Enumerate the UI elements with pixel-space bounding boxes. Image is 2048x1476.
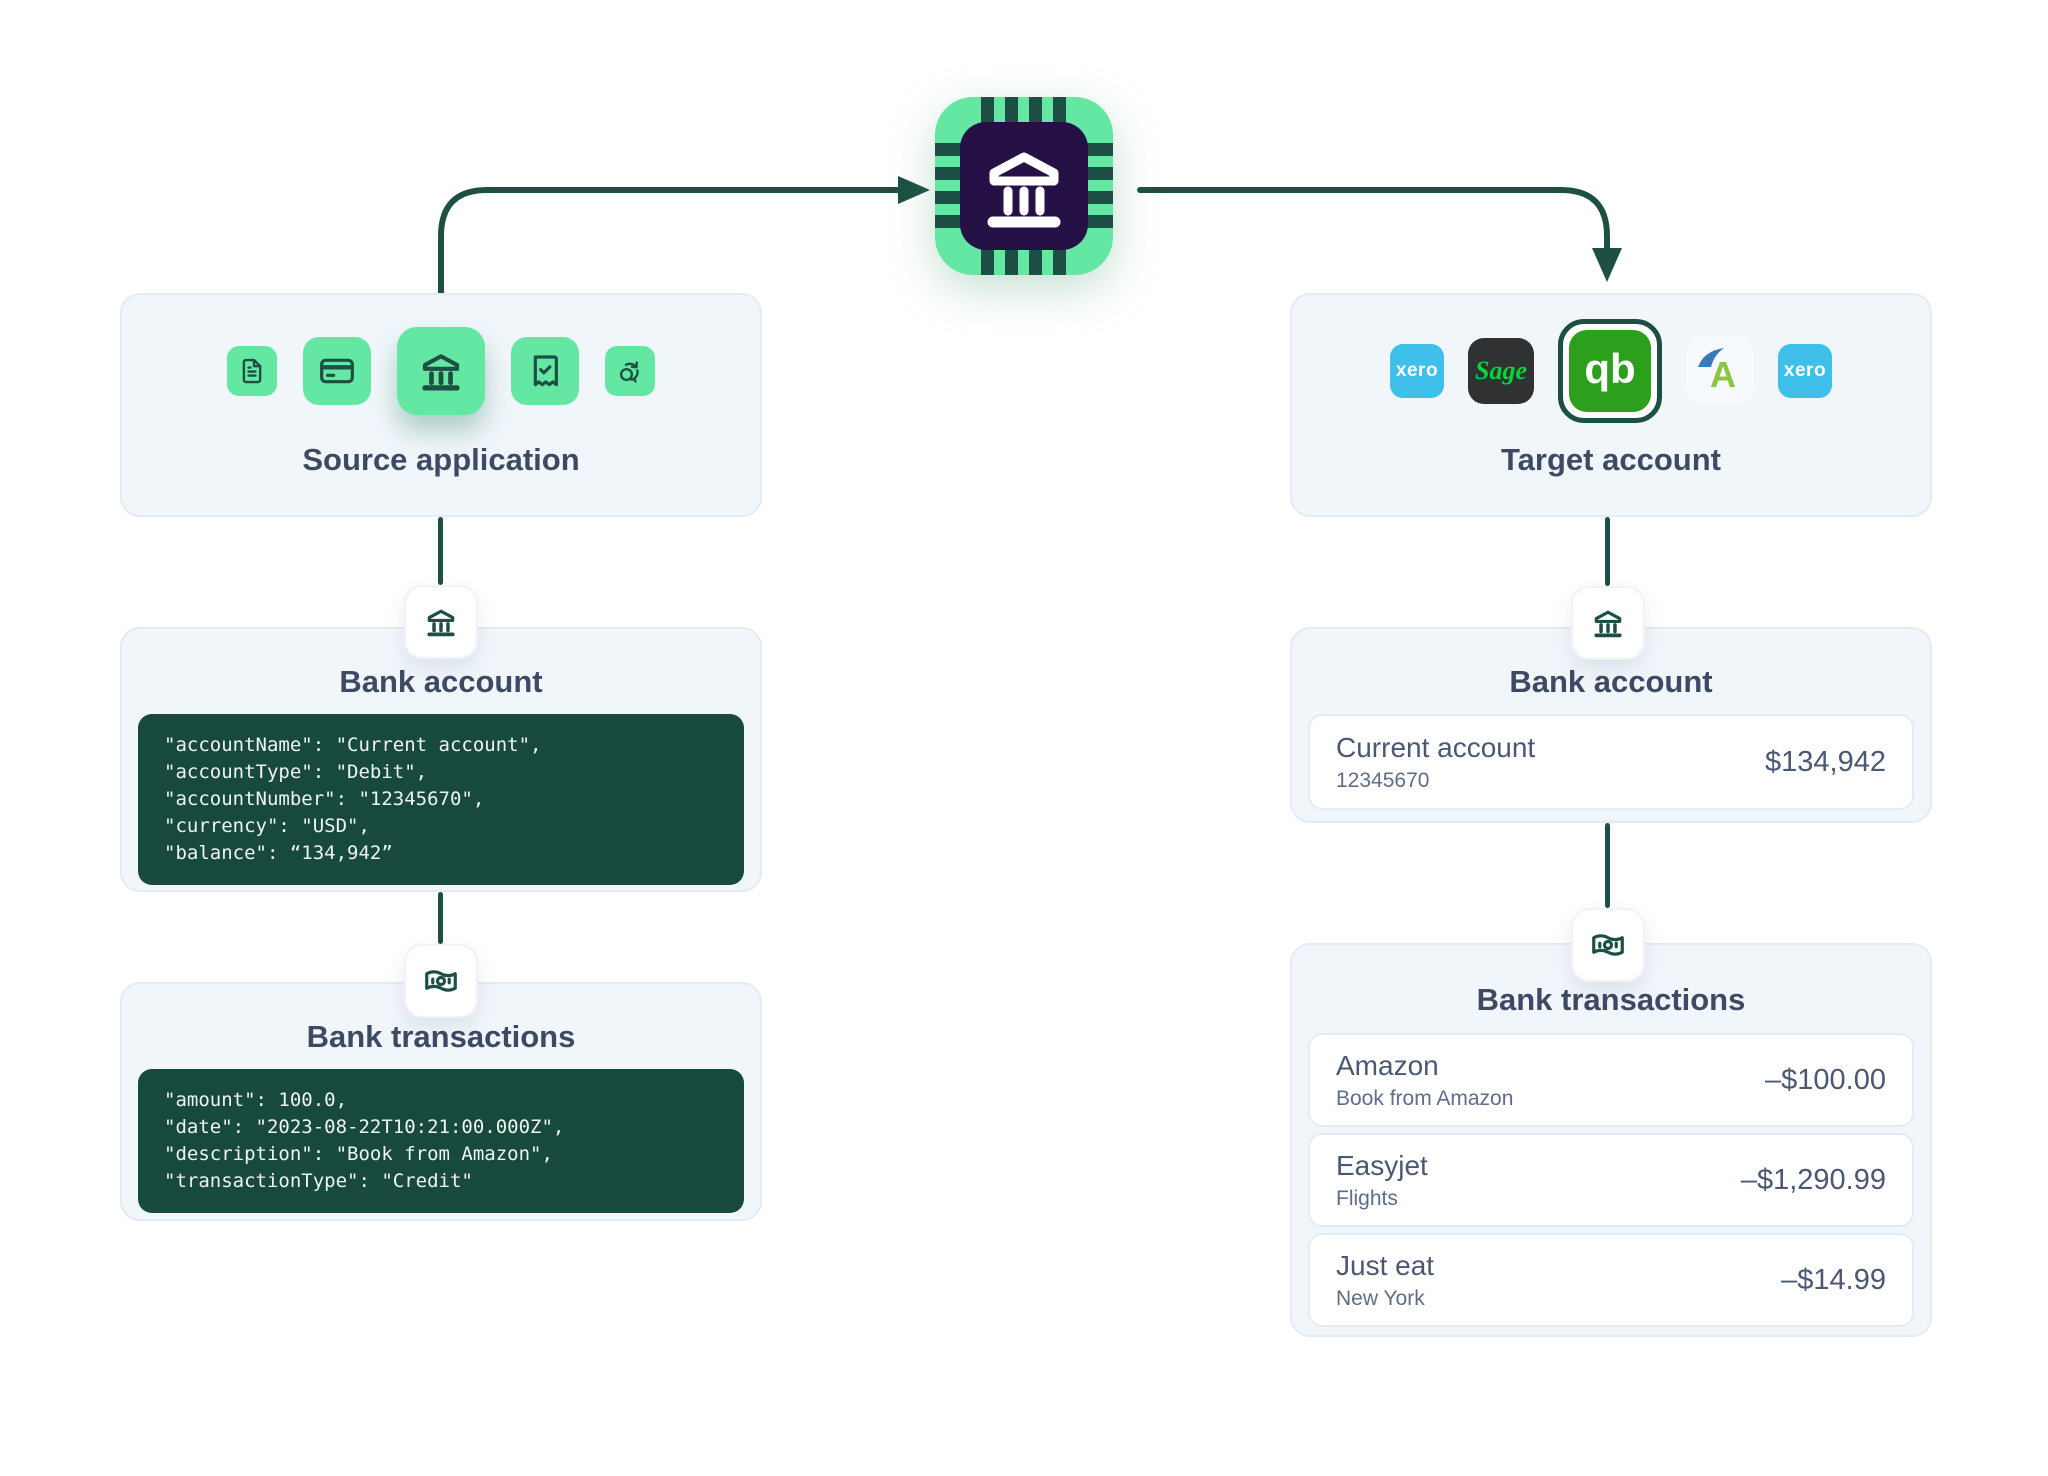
transaction-row: Just eat New York –$14.99 bbox=[1308, 1233, 1914, 1327]
transaction-description: New York bbox=[1336, 1286, 1425, 1310]
invoice-icon bbox=[227, 346, 277, 396]
xero-logo: xero bbox=[1390, 344, 1444, 398]
target-account-panel: xero Sage qb A xero Target account bbox=[1290, 293, 1932, 517]
transaction-info: Just eat New York bbox=[1336, 1250, 1434, 1311]
code-line: "description": "Book from Amazon", bbox=[164, 1143, 553, 1165]
target-panel-title: Target account bbox=[1501, 442, 1721, 477]
credit-card-icon bbox=[303, 337, 371, 405]
banknote-badge bbox=[1571, 908, 1645, 982]
source-to-chip-arrow bbox=[438, 187, 901, 296]
connector-account-to-transactions bbox=[1605, 823, 1610, 908]
connector-target-to-account bbox=[1605, 517, 1610, 586]
freeagent-logo-text: A bbox=[1710, 354, 1736, 395]
chip-pins bbox=[935, 97, 1113, 275]
code-line: "accountNumber": "12345670", bbox=[164, 788, 485, 810]
account-balance: $134,942 bbox=[1765, 745, 1886, 778]
bank-chip-icon bbox=[935, 97, 1113, 275]
transaction-amount: –$100.00 bbox=[1765, 1063, 1886, 1096]
bank-badge bbox=[1571, 586, 1645, 660]
code-line: "balance": “134,942” bbox=[164, 842, 393, 864]
transaction-amount: –$1,290.99 bbox=[1740, 1163, 1886, 1196]
account-row: Current account 12345670 $134,942 bbox=[1308, 714, 1914, 810]
banknote-icon bbox=[425, 970, 457, 992]
bank-account-title: Bank account bbox=[1509, 664, 1713, 699]
transaction-merchant: Just eat bbox=[1336, 1249, 1435, 1281]
banknote-badge bbox=[404, 944, 478, 1018]
quickbooks-selected-ring: qb bbox=[1558, 319, 1662, 423]
xero-logo: xero bbox=[1778, 344, 1832, 398]
flow-arrows bbox=[438, 176, 1622, 296]
receipt-check-icon bbox=[511, 337, 579, 405]
target-bank-account-panel: Bank account Current account 12345670 $1… bbox=[1290, 627, 1932, 823]
bank-transactions-json: "amount": 100.0, "date": "2023-08-22T10:… bbox=[138, 1069, 744, 1213]
account-info: Current account 12345670 bbox=[1336, 732, 1535, 793]
code-line: "accountName": "Current account", bbox=[164, 734, 542, 756]
xero-logo-text: xero bbox=[1783, 360, 1827, 381]
transaction-description: Book from Amazon bbox=[1336, 1086, 1514, 1110]
quickbooks-logo-text: qb bbox=[1584, 345, 1636, 392]
connector-account-to-transactions bbox=[438, 892, 443, 944]
code-line: "amount": 100.0, bbox=[164, 1089, 348, 1111]
connector-source-to-account bbox=[438, 517, 443, 585]
code-line: "accountType": "Debit", bbox=[164, 761, 428, 783]
transaction-info: Easyjet Flights bbox=[1336, 1150, 1428, 1211]
account-name: Current account bbox=[1336, 731, 1536, 763]
arrowhead-right-icon bbox=[898, 176, 930, 204]
source-bank-account-panel: Bank account "accountName": "Current acc… bbox=[120, 627, 762, 892]
bank-icon bbox=[427, 609, 455, 637]
source-icons-row bbox=[227, 327, 655, 415]
source-application-panel: Source application bbox=[120, 293, 762, 517]
bank-account-json: "accountName": "Current account", "accou… bbox=[138, 714, 744, 885]
freeagent-logo: A bbox=[1686, 337, 1754, 405]
transaction-merchant: Amazon bbox=[1336, 1049, 1439, 1081]
code-line: "currency": "USD", bbox=[164, 815, 370, 837]
sage-logo: Sage bbox=[1468, 338, 1534, 404]
transaction-amount: –$14.99 bbox=[1781, 1263, 1886, 1296]
transaction-row: Easyjet Flights –$1,290.99 bbox=[1308, 1133, 1914, 1227]
arrowhead-down-icon bbox=[1592, 248, 1622, 282]
freeagent-wing-icon bbox=[1698, 348, 1724, 367]
target-bank-transactions-panel: Bank transactions Amazon Book from Amazo… bbox=[1290, 943, 1932, 1337]
transaction-row: Amazon Book from Amazon –$100.00 bbox=[1308, 1033, 1914, 1127]
bank-icon bbox=[1594, 610, 1622, 638]
transaction-merchant: Easyjet bbox=[1336, 1149, 1428, 1181]
transactions-list: Amazon Book from Amazon –$100.00 Easyjet… bbox=[1308, 1033, 1914, 1327]
bank-transactions-title: Bank transactions bbox=[306, 1019, 576, 1054]
account-number: 12345670 bbox=[1336, 768, 1430, 792]
sync-icon bbox=[605, 346, 655, 396]
transaction-description: Flights bbox=[1336, 1186, 1398, 1210]
xero-logo-text: xero bbox=[1395, 360, 1439, 381]
source-panel-title: Source application bbox=[302, 442, 580, 477]
bank-badge bbox=[404, 585, 478, 659]
bank-account-title: Bank account bbox=[339, 664, 543, 699]
code-line: "transactionType": "Credit" bbox=[164, 1170, 473, 1192]
bank-glyph bbox=[987, 152, 1061, 228]
target-apps-row: xero Sage qb A xero bbox=[1390, 319, 1832, 423]
banknote-icon bbox=[1592, 934, 1624, 956]
code-line: "date": "2023-08-22T10:21:00.000Z", bbox=[164, 1116, 565, 1138]
source-bank-transactions-panel: Bank transactions "amount": 100.0, "date… bbox=[120, 982, 762, 1221]
quickbooks-logo: qb bbox=[1569, 330, 1651, 412]
chip-to-target-arrow bbox=[1137, 187, 1610, 253]
bank-transactions-title: Bank transactions bbox=[1476, 982, 1746, 1017]
transaction-info: Amazon Book from Amazon bbox=[1336, 1050, 1513, 1111]
bank-icon bbox=[397, 327, 485, 415]
sage-logo-text: Sage bbox=[1475, 356, 1527, 385]
